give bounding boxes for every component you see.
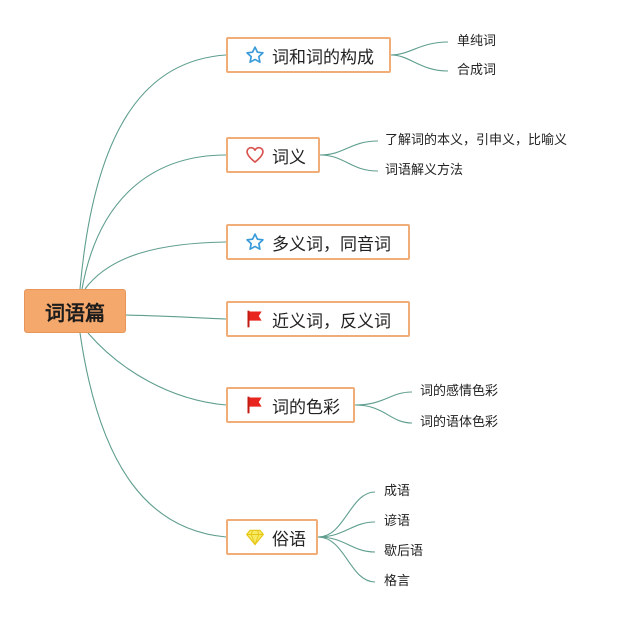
leaf-stylistic-color[interactable]: 词的语体色彩: [420, 415, 499, 430]
topic-word-formation[interactable]: 词和词的构成: [226, 37, 391, 73]
connector-topic-6-leaf-2: [317, 521, 376, 538]
root-node[interactable]: 词语篇: [24, 289, 126, 333]
leaf-emotional-color[interactable]: 词的感情色彩: [420, 384, 499, 399]
connector-root-topic-6: [79, 332, 227, 538]
leaf-allegorical-saying[interactable]: 歇后语: [384, 544, 424, 559]
topic-synonyms-antonyms[interactable]: 近义词，反义词: [226, 301, 410, 337]
connector-topic-5-leaf-2: [354, 404, 413, 424]
topic-label: 俗语: [272, 529, 306, 550]
leaf-compound-word[interactable]: 合成词: [457, 63, 497, 78]
connector-topic-6-leaf-4: [317, 536, 376, 583]
connector-topic-1-leaf-2: [390, 54, 449, 72]
topic-label: 词和词的构成: [272, 47, 374, 68]
connector-root-topic-1: [79, 54, 227, 290]
topic-label: 词的色彩: [272, 397, 340, 418]
leaf-idiom[interactable]: 成语: [384, 484, 411, 499]
topic-word-meaning[interactable]: 词义: [226, 137, 320, 173]
connector-root-topic-2: [81, 154, 227, 290]
leaf-maxim[interactable]: 格言: [384, 574, 411, 589]
topic-label: 多义词，同音词: [272, 234, 391, 255]
leaf-interpretation-methods[interactable]: 词语解义方法: [385, 163, 464, 178]
topic-word-color[interactable]: 词的色彩: [226, 387, 355, 423]
star-icon: [244, 231, 266, 253]
topic-label: 词义: [272, 147, 306, 168]
connector-topic-6-leaf-1: [317, 491, 376, 538]
topic-sayings[interactable]: 俗语: [226, 519, 318, 555]
diamond-icon: [244, 526, 266, 548]
connector-root-topic-5: [87, 332, 227, 406]
connector-root-topic-4: [125, 314, 227, 320]
root-label: 词语篇: [45, 300, 105, 325]
connector-topic-2-leaf-1: [319, 140, 379, 156]
red-flag-icon: [244, 394, 266, 416]
topic-polysemy-homophones[interactable]: 多义词，同音词: [226, 224, 410, 260]
star-icon: [244, 44, 266, 66]
connector-topic-6-leaf-3: [317, 536, 376, 553]
heart-icon: [244, 144, 266, 166]
topic-label: 近义词，反义词: [272, 311, 391, 332]
connector-topic-2-leaf-2: [319, 154, 379, 172]
leaf-simple-word[interactable]: 单纯词: [457, 34, 497, 49]
leaf-literal-meaning[interactable]: 了解词的本义，引申义，比喻义: [385, 133, 568, 148]
connector-topic-1-leaf-1: [390, 41, 449, 56]
red-flag-icon: [244, 308, 266, 330]
leaf-proverb[interactable]: 谚语: [384, 514, 411, 529]
connector-topic-5-leaf-1: [354, 391, 413, 406]
connector-root-topic-3: [84, 241, 227, 290]
